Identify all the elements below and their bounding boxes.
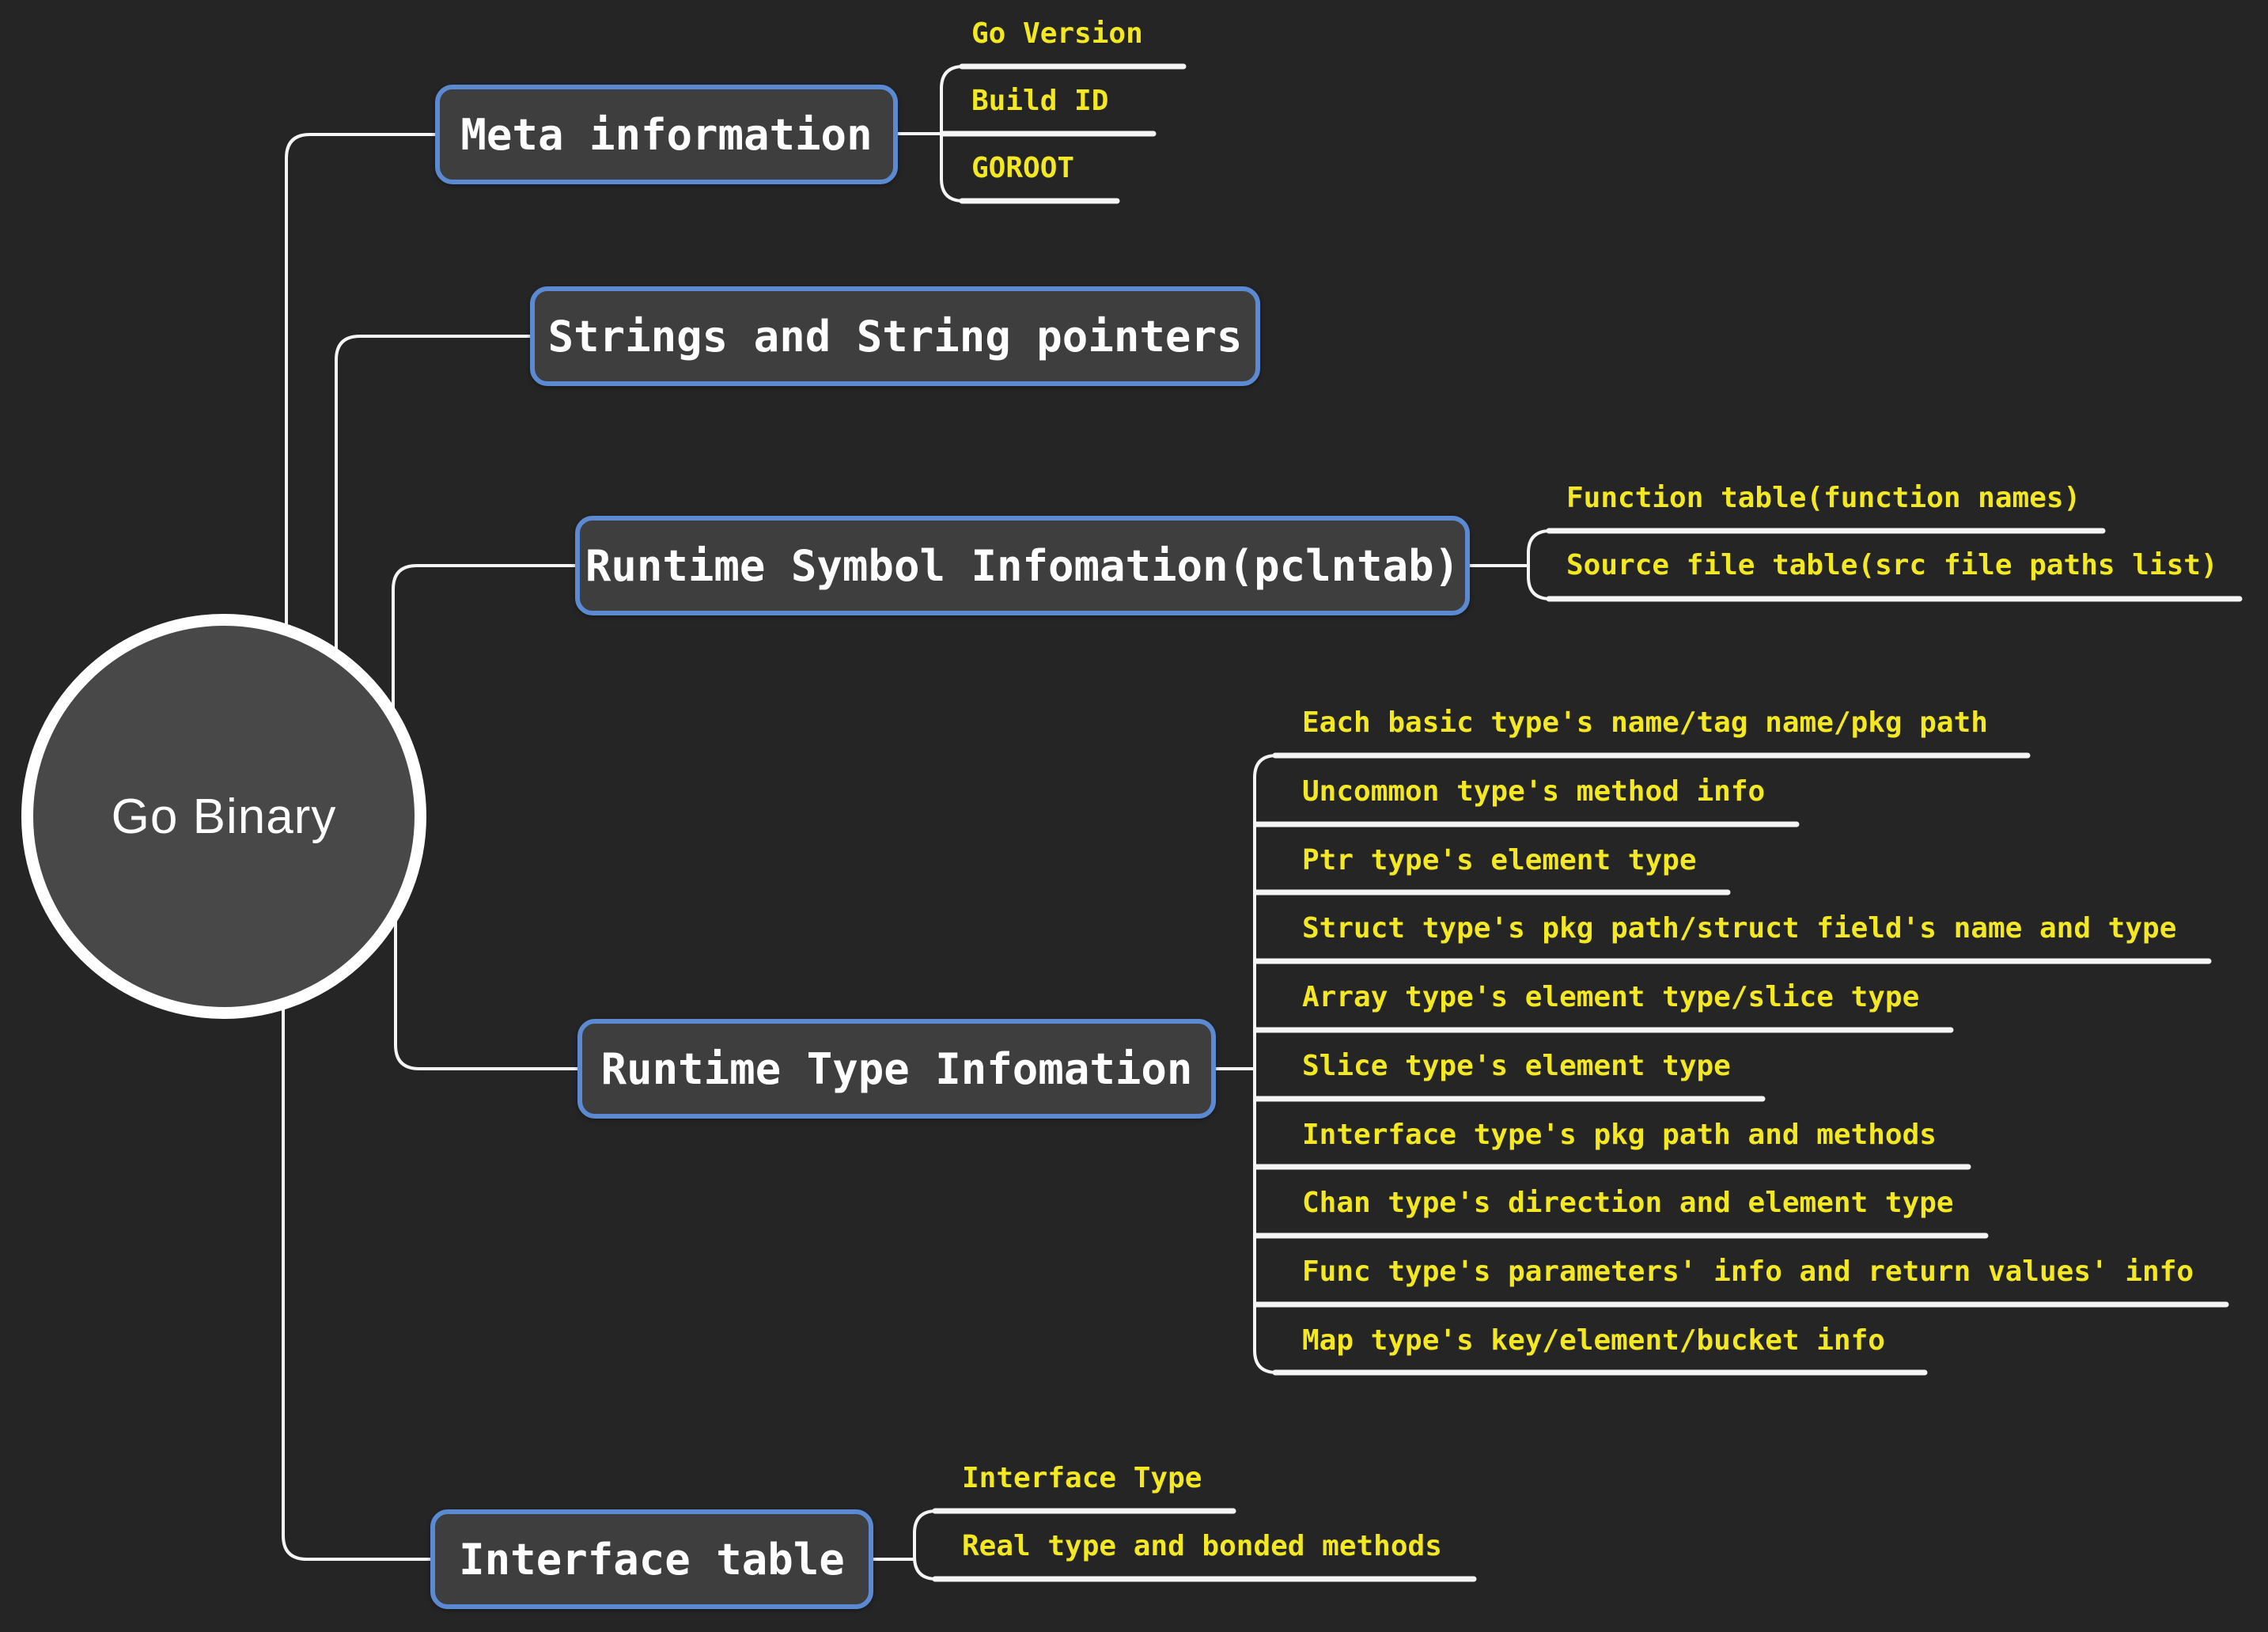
branch-label: Meta information — [460, 109, 873, 160]
root-label: Go Binary — [111, 789, 337, 844]
branch-interface-table[interactable]: Interface table — [430, 1509, 873, 1609]
leaf-go-version[interactable]: Go Version — [971, 17, 1143, 50]
leaf-build-id[interactable]: Build ID — [971, 85, 1109, 117]
branch-label: Runtime Type Infomation — [600, 1043, 1193, 1094]
branch-label: Runtime Symbol Infomation(pclntab) — [585, 540, 1460, 591]
branch-runtime-symbol-infomation[interactable]: Runtime Symbol Infomation(pclntab) — [575, 516, 1470, 615]
trunk-meta — [285, 133, 437, 650]
leaf-source-file-table[interactable]: Source file table(src file paths list) — [1566, 549, 2218, 581]
branch-strings-and-string-pointers[interactable]: Strings and String pointers — [530, 286, 1260, 386]
leaf-interface-type[interactable]: Interface Type — [962, 1462, 1202, 1494]
leaf-basic-type-name[interactable]: Each basic type's name/tag name/pkg path — [1302, 706, 1988, 739]
leaf-slice-type[interactable]: Slice type's element type — [1302, 1050, 1731, 1082]
leaf-chan-type[interactable]: Chan type's direction and element type — [1302, 1187, 1954, 1219]
leaf-array-type[interactable]: Array type's element type/slice type — [1302, 981, 1920, 1013]
leaf-goroot[interactable]: GOROOT — [971, 152, 1075, 184]
trunk-interface — [282, 987, 432, 1561]
leaf-ptr-type[interactable]: Ptr type's element type — [1302, 844, 1697, 877]
trunk-runtime-type — [394, 900, 579, 1070]
spine-interface — [913, 1509, 938, 1581]
leaf-struct-type[interactable]: Struct type's pkg path/struct field's na… — [1302, 912, 2177, 945]
leaf-func-type[interactable]: Func type's parameters' info and return … — [1302, 1255, 2194, 1288]
spine-runtime-type — [1253, 754, 1278, 1374]
leaf-interface-type-pkg[interactable]: Interface type's pkg path and methods — [1302, 1119, 1937, 1151]
spine-pclntab — [1527, 529, 1552, 600]
trunk-strings — [335, 335, 532, 682]
leaf-uncommon-type[interactable]: Uncommon type's method info — [1302, 775, 1766, 808]
branch-label: Interface table — [459, 1534, 845, 1585]
leaf-map-type[interactable]: Map type's key/element/bucket info — [1302, 1324, 1885, 1357]
leaf-function-table[interactable]: Function table(function names) — [1566, 482, 2081, 514]
leaf-real-type-bonded-methods[interactable]: Real type and bonded methods — [962, 1530, 1442, 1562]
branch-runtime-type-infomation[interactable]: Runtime Type Infomation — [577, 1019, 1216, 1119]
branch-meta-information[interactable]: Meta information — [435, 85, 898, 184]
trunk-pclntab — [392, 564, 577, 729]
root-node-go-binary[interactable]: Go Binary — [21, 614, 426, 1019]
branch-label: Strings and String pointers — [547, 311, 1243, 362]
